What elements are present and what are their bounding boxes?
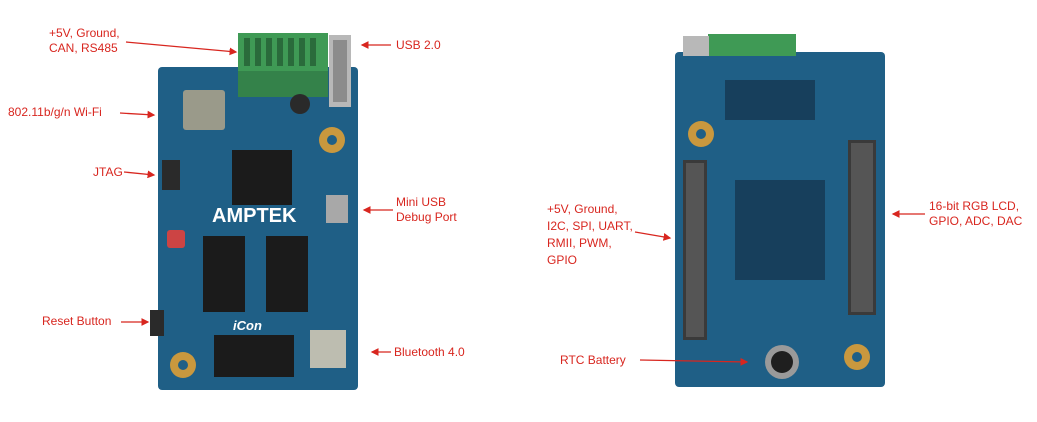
label-mini-usb-line2: Debug Port (396, 210, 457, 224)
back-usb-connector (683, 36, 709, 56)
label-bluetooth: Bluetooth 4.0 (394, 345, 465, 359)
back-header-right (848, 140, 876, 315)
label-io-left-line1: +5V, Ground, (547, 202, 618, 216)
label-mini-usb-line1: Mini USB (396, 195, 447, 209)
arrow-io-left (634, 231, 672, 241)
front-jtag-header (162, 160, 180, 190)
front-memory-chip-2 (266, 236, 308, 312)
back-header-left (683, 160, 707, 340)
label-mini-usb: Mini USB Debug Port (396, 195, 457, 225)
label-power-can: +5V, Ground, CAN, RS485 (49, 26, 120, 56)
label-io-right-line2: GPIO, ADC, DAC (929, 214, 1023, 228)
front-memory-chip-1 (203, 236, 245, 312)
front-brand-text: AMPTEK (212, 205, 297, 227)
label-io-left: +5V, Ground, I2C, SPI, UART, RMII, PWM, … (547, 201, 633, 269)
label-rtc: RTC Battery (560, 353, 626, 367)
label-usb: USB 2.0 (396, 38, 441, 52)
label-reset: Reset Button (42, 314, 112, 328)
back-terminal-block (708, 34, 796, 56)
front-processor (232, 150, 292, 205)
front-usb-connector (329, 35, 351, 107)
front-capacitor (290, 94, 310, 114)
label-io-right-line1: 16-bit RGB LCD, (929, 199, 1020, 213)
label-io-left-line4: GPIO (547, 253, 578, 267)
callout-arrows (119, 41, 925, 366)
front-reset-button (150, 310, 164, 336)
label-io-right: 16-bit RGB LCD, GPIO, ADC, DAC (929, 199, 1022, 229)
label-wifi: 802.11b/g/n Wi-Fi (8, 105, 102, 119)
arrow-wifi (119, 110, 156, 119)
label-jtag: JTAG (93, 165, 123, 179)
front-reset-onboard (167, 230, 185, 248)
front-flash-chip (214, 335, 294, 377)
arrow-power-can (125, 41, 238, 56)
front-product-text: iCon (233, 318, 262, 333)
label-io-left-line2: I2C, SPI, UART, (547, 219, 633, 233)
label-power-can-line1: +5V, Ground, (49, 26, 120, 40)
front-terminal-block (238, 33, 328, 97)
label-power-can-line2: CAN, RS485 (49, 41, 118, 55)
arrow-jtag (123, 170, 156, 179)
front-bluetooth-module (310, 330, 346, 368)
front-mini-usb (326, 195, 348, 223)
label-io-left-line3: RMII, PWM, (547, 236, 612, 250)
front-wifi-module (183, 90, 225, 130)
arrow-rtc (639, 357, 749, 366)
back-board (675, 34, 885, 387)
front-board: AMPTEK iCon (150, 33, 358, 390)
